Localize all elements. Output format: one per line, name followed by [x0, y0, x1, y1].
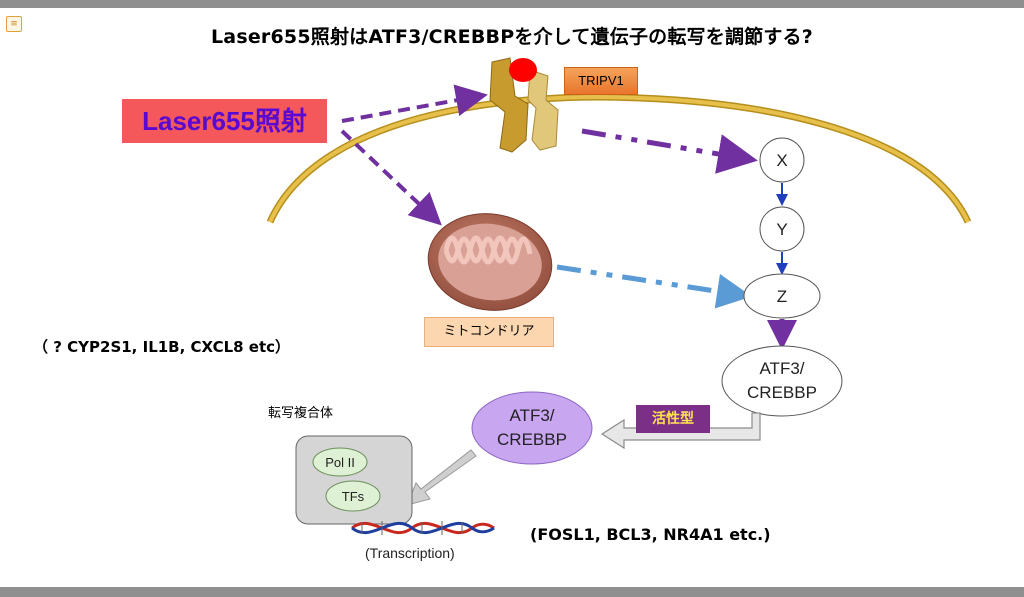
pol2-node — [312, 447, 368, 477]
comment-icon[interactable]: ≡ — [6, 16, 22, 32]
atf3-crebbp-node — [721, 345, 843, 417]
atf3-crebbp-label-2: CREBBP — [747, 383, 817, 402]
tripv1-label: TRIPV1 — [564, 67, 638, 95]
tfs-label: TFs — [342, 489, 365, 504]
arrow-mito-to-z — [556, 264, 752, 309]
tripv1-channel-icon — [489, 57, 559, 153]
arrow-laser-to-tripv1 — [341, 84, 488, 123]
active-form-label: 活性型 — [636, 405, 710, 433]
pol2-label: Pol II — [325, 455, 355, 470]
atf3-crebbp-active-node — [471, 391, 593, 465]
arrow-tripv1-to-x — [581, 128, 758, 174]
dna-helix-icon — [351, 521, 495, 535]
atf3-active-label-2: CREBBP — [497, 430, 567, 449]
transcription-label: (Transcription) — [365, 545, 455, 561]
arrow-to-complex — [406, 449, 477, 506]
tfs-node — [325, 480, 381, 512]
node-x — [759, 137, 805, 183]
transcription-complex-label: 転写複合体 — [268, 406, 334, 421]
page-title: Laser655照射はATF3/CREBBPを介して遺伝子の転写を調節する? — [211, 26, 813, 48]
bottom-bar — [0, 587, 1024, 597]
genes-left-text: （ ? CYP2S1, IL1B, CXCL8 etc） — [33, 338, 291, 356]
node-z-label: Z — [777, 287, 787, 306]
mitochondria-icon — [427, 213, 553, 311]
atf3-active-label-1: ATF3/ — [509, 406, 554, 425]
node-y-label: Y — [776, 220, 787, 239]
node-y — [759, 206, 805, 252]
genes-bottom-text: (FOSL1, BCL3, NR4A1 etc.) — [530, 525, 771, 544]
node-z — [743, 273, 821, 319]
arrow-laser-to-mito — [340, 129, 442, 226]
node-x-label: X — [776, 151, 787, 170]
top-bar — [0, 0, 1024, 8]
laser655-label: Laser655照射 — [122, 99, 327, 143]
mitochondria-label: ミトコンドリア — [424, 317, 554, 347]
atf3-crebbp-label-1: ATF3/ — [759, 359, 804, 378]
